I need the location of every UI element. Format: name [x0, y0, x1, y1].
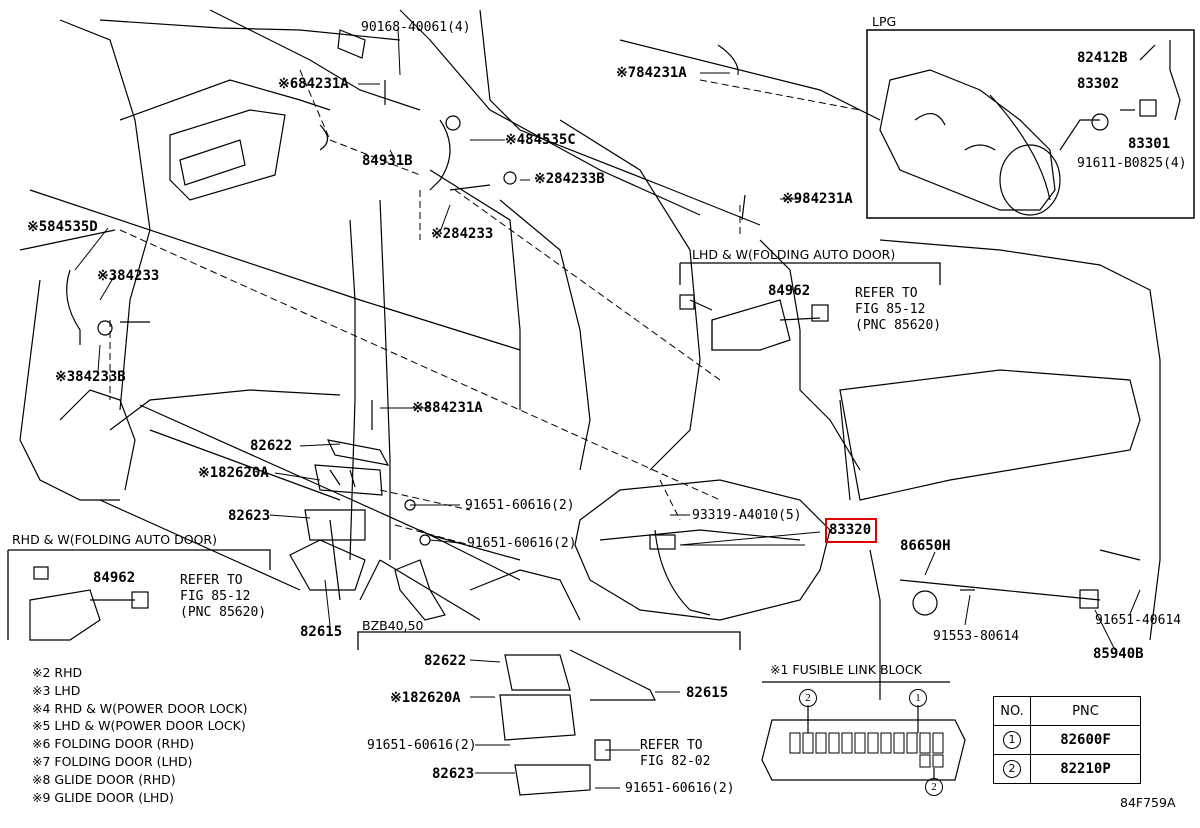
rhd-refer-line-2: FIG 85-12: [180, 589, 251, 604]
label-84231A-9: ※984231A: [782, 191, 853, 207]
fuse-marker-right: 1: [909, 689, 927, 707]
label-91651-a: 91651-60616(2): [465, 498, 575, 513]
pnc-header-no: NO.: [993, 696, 1031, 726]
lhd-refer: REFER TO FIG 85-12 (PNC 85620): [855, 286, 941, 334]
legend-item: ※5 LHD & W(POWER DOOR LOCK): [32, 718, 246, 734]
table-row: 1 82600F: [993, 725, 1141, 755]
pnc-row-no: 1: [1003, 731, 1021, 749]
label-86650H: 86650H: [900, 538, 951, 554]
lhd-refer-line-3: (PNC 85620): [855, 318, 942, 333]
label-84231A-7: ※784231A: [616, 65, 687, 81]
lpg-title: LPG: [872, 14, 897, 29]
label-83320[interactable]: 83320: [829, 522, 872, 538]
label-83302: 83302: [1077, 76, 1120, 92]
label-84233B-3: ※384233B: [55, 369, 126, 385]
legend-item: ※3 LHD: [32, 682, 81, 698]
table-row: 2 82210P: [993, 754, 1141, 784]
legend-item: ※8 GLIDE DOOR (RHD): [32, 771, 176, 787]
label-b91651-b: 91651-60616(2): [625, 781, 735, 796]
highlight-83320: [825, 518, 877, 543]
label-91651-b: 91651-60616(2): [467, 536, 577, 551]
pnc-table: NO. PNC 1 82600F 2 82210P: [993, 696, 1141, 784]
bzb-refer: REFER TO FIG 82-02: [640, 738, 710, 770]
lhd-refer-line-1: REFER TO: [855, 286, 918, 301]
rhd-refer-line-3: (PNC 85620): [180, 605, 267, 620]
legend-item: ※2 RHD: [32, 665, 83, 680]
pnc-table-header: NO. PNC: [993, 696, 1141, 726]
label-85940B: 85940B: [1093, 646, 1144, 662]
label-84233B-2: ※284233B: [534, 171, 605, 187]
rhd-refer-line-1: REFER TO: [180, 573, 243, 588]
rhd-title: RHD & W(FOLDING AUTO DOOR): [12, 532, 217, 547]
lhd-refer-line-2: FIG 85-12: [855, 302, 926, 317]
label-82615: 82615: [300, 624, 343, 640]
pnc-row-value: 82600F: [1030, 725, 1141, 755]
lhd-title: LHD & W(FOLDING AUTO DOOR): [692, 247, 896, 262]
legend-item: ※6 FOLDING DOOR (RHD): [32, 736, 195, 752]
label-84962-rhd: 84962: [93, 570, 136, 586]
label-93319: 93319-A4010(5): [692, 508, 802, 523]
label-84233-3: ※384233: [97, 268, 160, 284]
legend-item: ※7 FOLDING DOOR (LHD): [32, 753, 193, 769]
legend-item: ※4 RHD & W(POWER DOOR LOCK): [32, 700, 248, 716]
label-b82615: 82615: [686, 685, 729, 701]
label-84931B: 84931B: [362, 153, 413, 169]
label-84231A-6: ※684231A: [278, 76, 349, 92]
fuse-marker-left: 2: [799, 689, 817, 707]
label-b82620A: ※182620A: [390, 690, 461, 706]
label-90168: 90168-40061(4): [361, 20, 471, 35]
label-84233-2: ※284233: [431, 226, 494, 242]
solid-leaders: [74, 27, 1141, 789]
label-91651-40614: 91651-40614: [1095, 613, 1182, 628]
lhd-box: [679, 262, 941, 351]
pnc-row-value: 82210P: [1030, 754, 1141, 784]
body-outline: [19, 9, 1161, 700]
label-84962-lhd: 84962: [768, 283, 811, 299]
bzb-refer-line-2: FIG 82-02: [640, 754, 711, 769]
fusible-link-block: [761, 681, 966, 781]
legend-item: ※9 GLIDE DOOR (LHD): [32, 789, 174, 805]
bzb-refer-line-1: REFER TO: [640, 738, 703, 753]
label-82412B: 82412B: [1077, 50, 1128, 66]
bzb-box: [357, 631, 741, 796]
label-84535D: ※584535D: [27, 219, 98, 235]
label-82623: 82623: [228, 508, 271, 524]
label-84231A-8: ※884231A: [412, 400, 483, 416]
main-parts: [66, 44, 1099, 621]
rhd-refer: REFER TO FIG 85-12 (PNC 85620): [180, 573, 266, 621]
fusible-title: ※1 FUSIBLE LINK BLOCK: [770, 662, 922, 677]
label-82620A: ※182620A: [198, 465, 269, 481]
legend: ※2 RHD ※3 LHD ※4 RHD & W(POWER DOOR LOCK…: [32, 665, 248, 809]
label-91553: 91553-80614: [933, 629, 1020, 644]
label-b82623: 82623: [432, 766, 475, 782]
label-83301: 83301: [1128, 136, 1171, 152]
pnc-row-no: 2: [1003, 760, 1021, 778]
fuse-marker-bottom: 2: [925, 778, 943, 796]
label-91611: 91611-B0825(4): [1077, 156, 1187, 171]
rhd-box: [7, 549, 271, 641]
pnc-header-pnc: PNC: [1030, 696, 1141, 726]
label-82622: 82622: [250, 438, 293, 454]
label-84535C: ※484535C: [505, 132, 576, 148]
figure-code: 84F759A: [1120, 795, 1176, 810]
bzb-title: BZB40,50: [362, 618, 424, 633]
label-b91651-a: 91651-60616(2): [367, 738, 477, 753]
label-b82622: 82622: [424, 653, 467, 669]
lpg-box: [866, 29, 1195, 219]
